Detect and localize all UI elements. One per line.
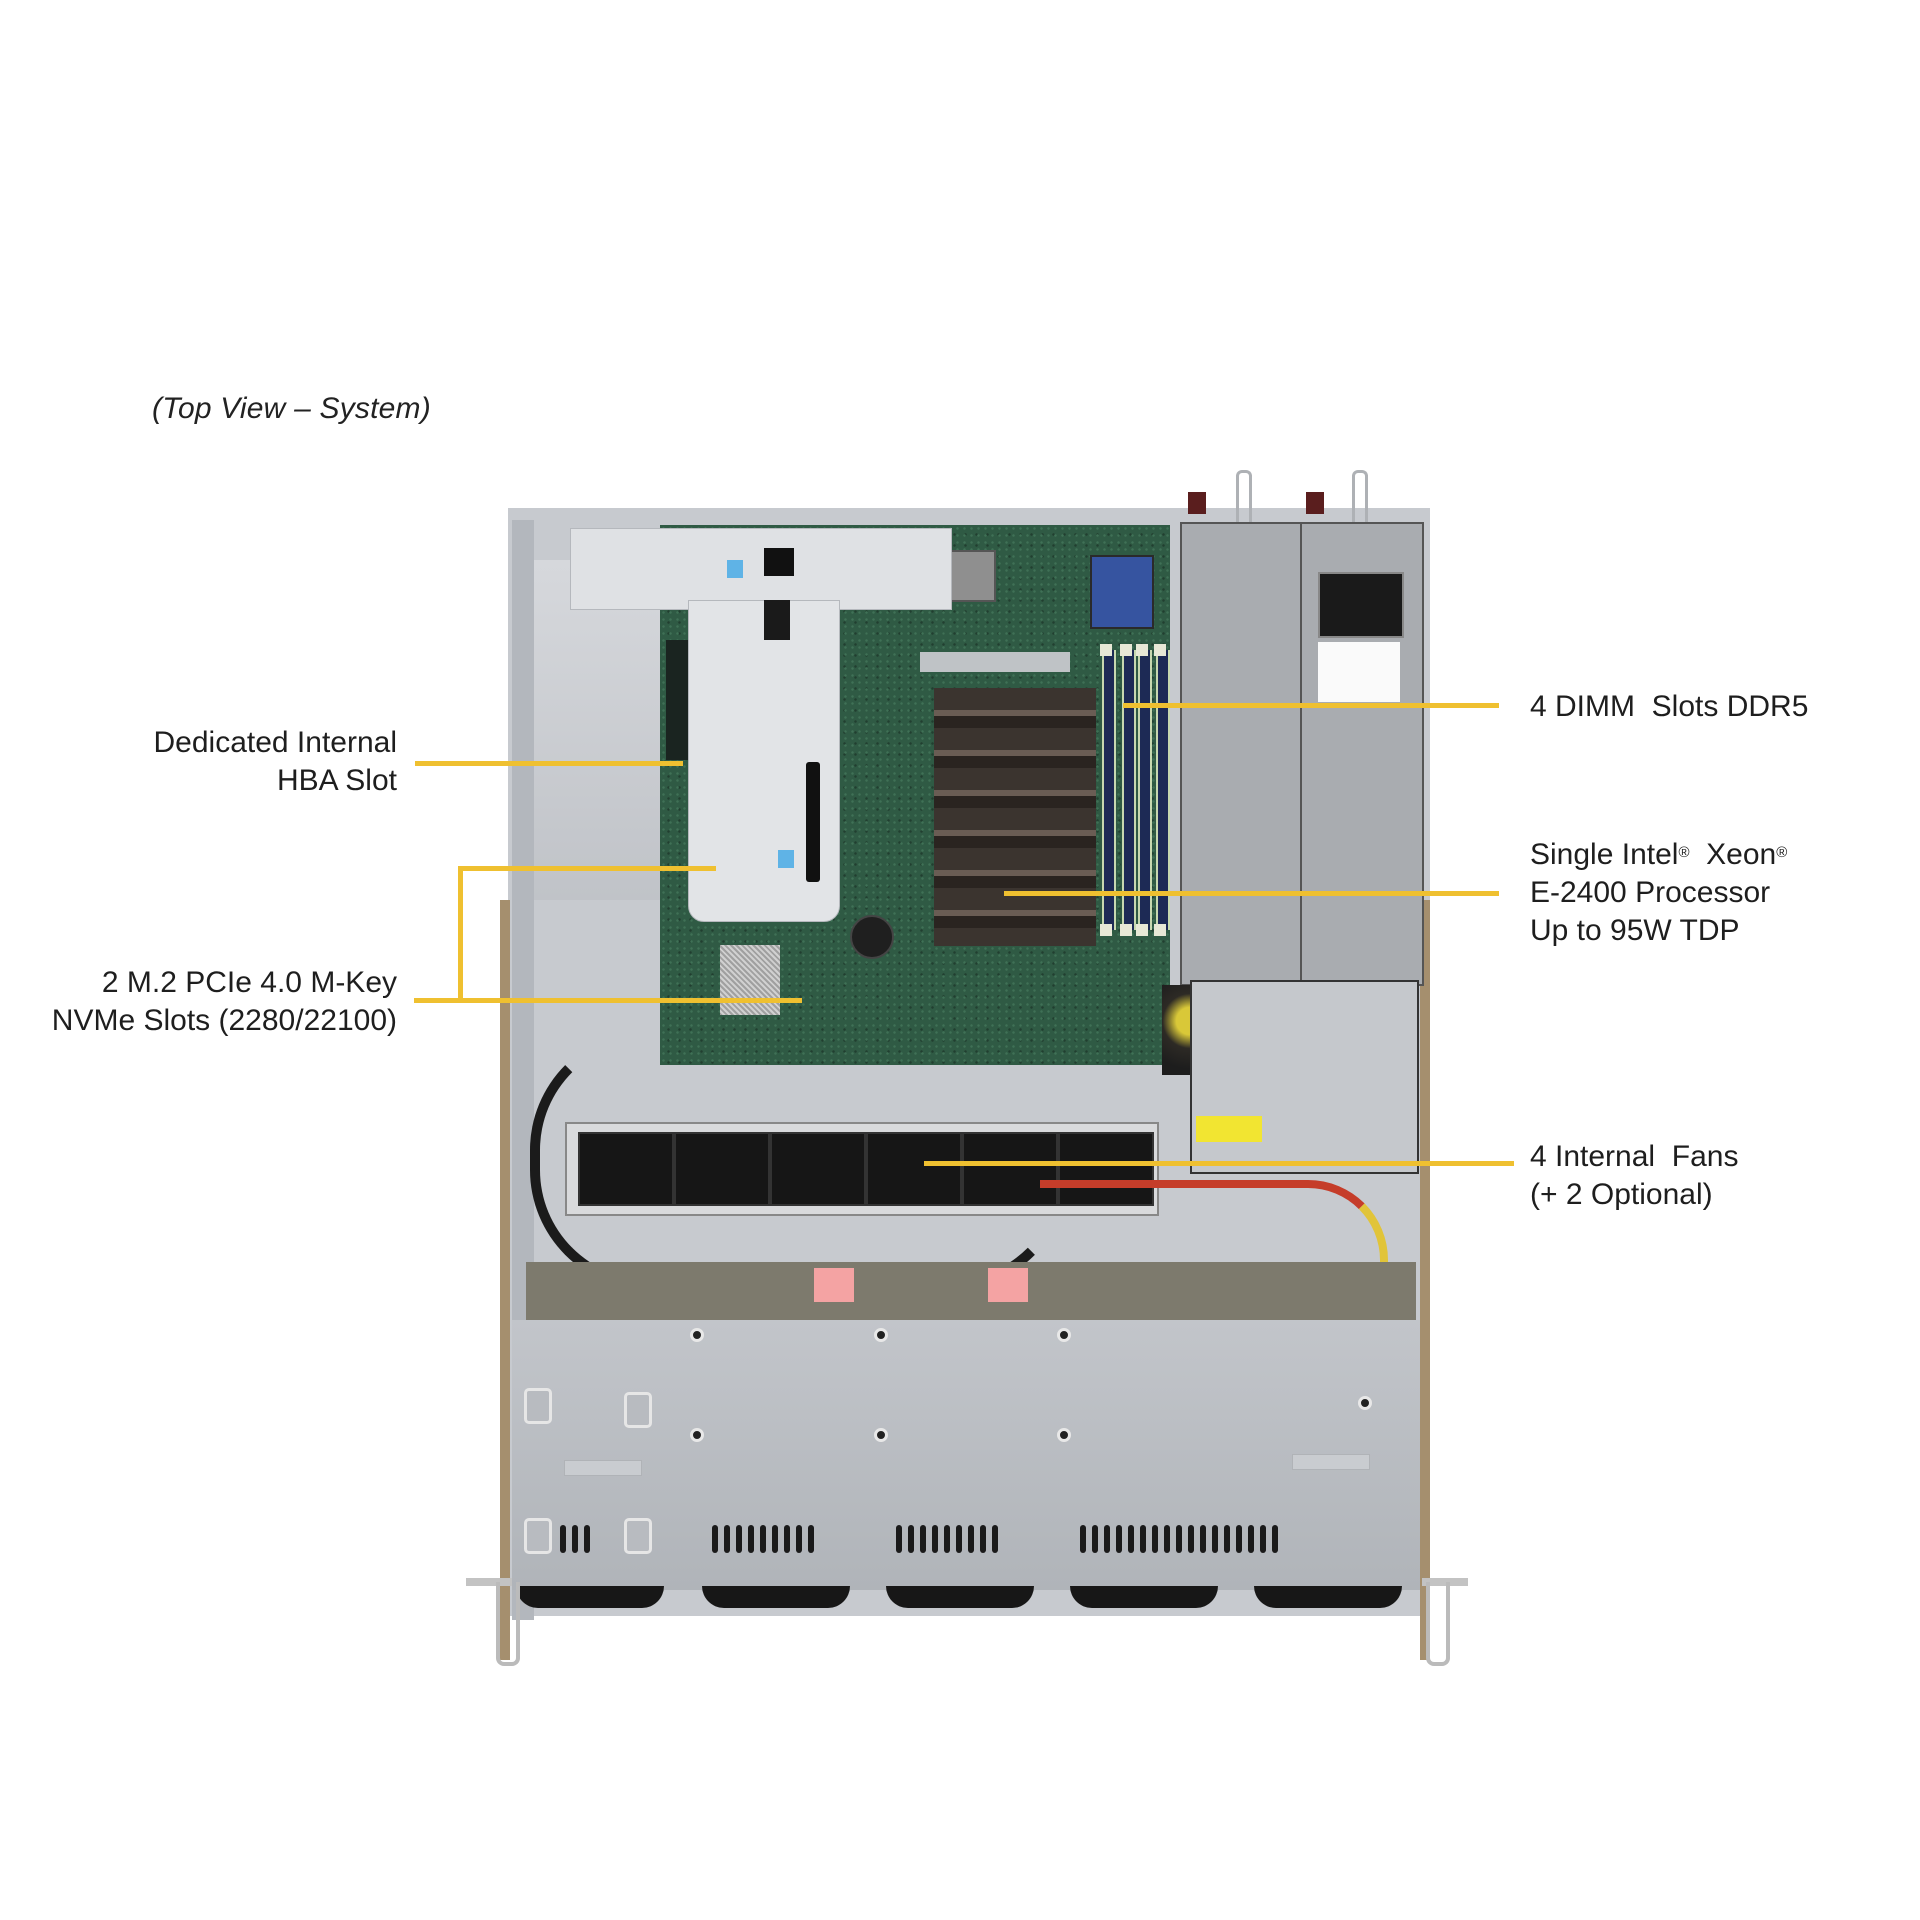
psu-label [1318, 642, 1400, 702]
callout-fans-line-2: (+ 2 Optional) [1530, 1178, 1713, 1211]
callout-fans: 4 Internal Fans (+ 2 Optional) [1530, 1138, 1738, 1214]
warning-sticker [1196, 1116, 1262, 1142]
front-vent [1080, 1525, 1278, 1553]
dimm-clip [1100, 644, 1112, 656]
figure-caption: (Top View – System) [152, 392, 431, 425]
callout-cpu-line-2: E-2400 Processor [1530, 876, 1771, 909]
riser-cutout [764, 548, 794, 576]
leader-line-m2-upper [458, 866, 716, 871]
dimm-clip [1136, 924, 1148, 936]
sata-cable [530, 1030, 1070, 1290]
rack-handle-right [1426, 1582, 1450, 1666]
m2-slot-area [720, 945, 780, 1015]
screw [1358, 1396, 1372, 1410]
screw [690, 1328, 704, 1342]
callout-m2-line-1: 2 M.2 PCIe 4.0 M-Key [101, 966, 397, 999]
front-fan [516, 1586, 664, 1608]
psu-vent [1318, 572, 1404, 638]
release-latch [524, 1518, 552, 1554]
chassis-rail-right [1420, 900, 1430, 1660]
screw [690, 1428, 704, 1442]
dimm-slot [1102, 650, 1116, 930]
front-vent [896, 1525, 998, 1553]
callout-cpu-line-3: Up to 95W TDP [1530, 914, 1740, 947]
dimm-clip [1154, 644, 1166, 656]
dimm-slot [1138, 650, 1152, 930]
front-vent [712, 1525, 814, 1553]
cover-slot [1292, 1454, 1370, 1470]
callout-m2-line-2: NVMe Slots (2280/22100) [51, 1004, 397, 1037]
drive-backplane [526, 1262, 1416, 1322]
front-panel-cover [512, 1320, 1420, 1590]
riser-cutout [764, 600, 790, 640]
callout-hba-line-1: Dedicated Internal [153, 726, 398, 759]
release-latch [624, 1518, 652, 1554]
callout-dimm: 4 DIMM Slots DDR5 [1530, 688, 1808, 726]
screw [874, 1328, 888, 1342]
callout-cpu: Single Intel® Xeon® E-2400 Processor Up … [1530, 836, 1787, 950]
psu-latch [1188, 492, 1206, 514]
callout-hba-line-2: HBA Slot [276, 764, 397, 797]
dimm-clip [1120, 644, 1132, 656]
front-fan [886, 1586, 1034, 1608]
release-latch [624, 1392, 652, 1428]
dimm-clip [1136, 644, 1148, 656]
leader-line-cpu [1004, 891, 1499, 896]
rack-ear-left [466, 1578, 512, 1586]
riser-tag [727, 560, 743, 578]
leader-line-dimm [1123, 703, 1499, 708]
cmos-battery [850, 915, 894, 959]
sata-connector [988, 1268, 1028, 1302]
fan [674, 1132, 770, 1206]
callout-fans-line-1: 4 Internal Fans [1530, 1140, 1739, 1173]
lan-port [950, 550, 996, 602]
screw [1057, 1428, 1071, 1442]
dimm-clip [1154, 924, 1166, 936]
fan [770, 1132, 866, 1206]
cover-slot [564, 1460, 642, 1476]
dimm-slot [1156, 650, 1170, 930]
cpu-heatsink [934, 688, 1096, 946]
rack-handle-left [496, 1582, 520, 1666]
callout-dimm-line-1: 4 DIMM Slots DDR5 [1530, 690, 1809, 723]
front-fan [1070, 1586, 1218, 1608]
dimm-clip [1120, 924, 1132, 936]
power-supply-1 [1180, 522, 1304, 986]
chassis-rail-left [500, 900, 510, 1660]
vga-port [1090, 555, 1154, 629]
registered-mark: ® [1776, 844, 1788, 861]
riser-tag [778, 850, 794, 868]
front-vent [560, 1525, 590, 1553]
registered-mark: ® [1678, 844, 1690, 861]
screw [874, 1428, 888, 1442]
dimm-slot [1122, 650, 1136, 930]
callout-hba: Dedicated Internal HBA Slot [154, 724, 398, 800]
front-fan [1254, 1586, 1402, 1608]
leader-line-fans [924, 1161, 1514, 1166]
fan [866, 1132, 962, 1206]
screw [1057, 1328, 1071, 1342]
riser-card-slot [806, 762, 820, 882]
psu-handle [1352, 470, 1368, 533]
psu-handle [1236, 470, 1252, 533]
empty-expansion-bay [534, 560, 674, 900]
leader-line-hba [415, 761, 683, 766]
front-fan [702, 1586, 850, 1608]
release-latch [524, 1388, 552, 1424]
vrm-heatsink [920, 652, 1070, 672]
leader-line-m2-lower [414, 998, 802, 1003]
leader-line-m2-bracket [458, 866, 463, 1002]
callout-cpu-line-1: Single Intel® Xeon® [1530, 838, 1788, 871]
riser-bracket [570, 528, 952, 610]
dimm-clip [1100, 924, 1112, 936]
callout-m2: 2 M.2 PCIe 4.0 M-Key NVMe Slots (2280/22… [52, 964, 397, 1040]
sata-connector [814, 1268, 854, 1302]
psu-air-shroud [1190, 980, 1419, 1174]
psu-latch [1306, 492, 1324, 514]
